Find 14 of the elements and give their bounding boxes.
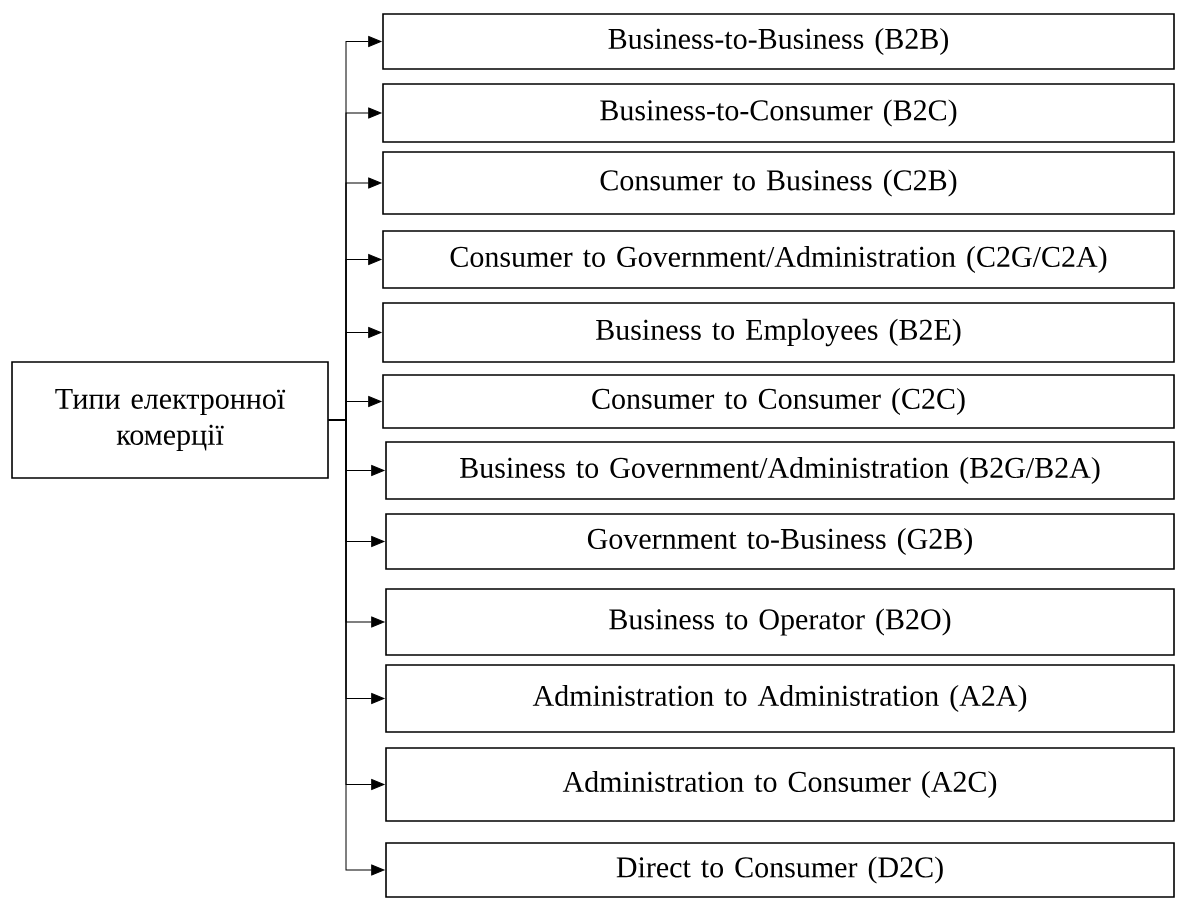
type-box: Administration to Administration (A2A) bbox=[385, 664, 1175, 733]
type-box: Direct to Consumer (D2C) bbox=[385, 842, 1175, 898]
arrow bbox=[328, 419, 385, 876]
type-box: Business to Employees (B2E) bbox=[382, 302, 1175, 363]
type-box: Business-to-Consumer (B2C) bbox=[382, 83, 1175, 143]
type-box: Business to Operator (B2O) bbox=[385, 588, 1175, 656]
type-box: Consumer to Business (C2B) bbox=[382, 151, 1175, 215]
type-box: Consumer to Consumer (C2C) bbox=[382, 374, 1175, 429]
type-box: Government to-Business (G2B) bbox=[385, 513, 1175, 570]
type-box: Business to Government/Administration (B2G/B2A) bbox=[385, 441, 1175, 500]
type-box: Business-to-Business (B2B) bbox=[382, 13, 1175, 70]
type-box: Consumer to Government/Administration (C2G/C2A) bbox=[382, 230, 1175, 289]
type-box: Administration to Consumer (A2C) bbox=[385, 747, 1175, 822]
category-box: Типи електронної комерції bbox=[11, 361, 329, 479]
